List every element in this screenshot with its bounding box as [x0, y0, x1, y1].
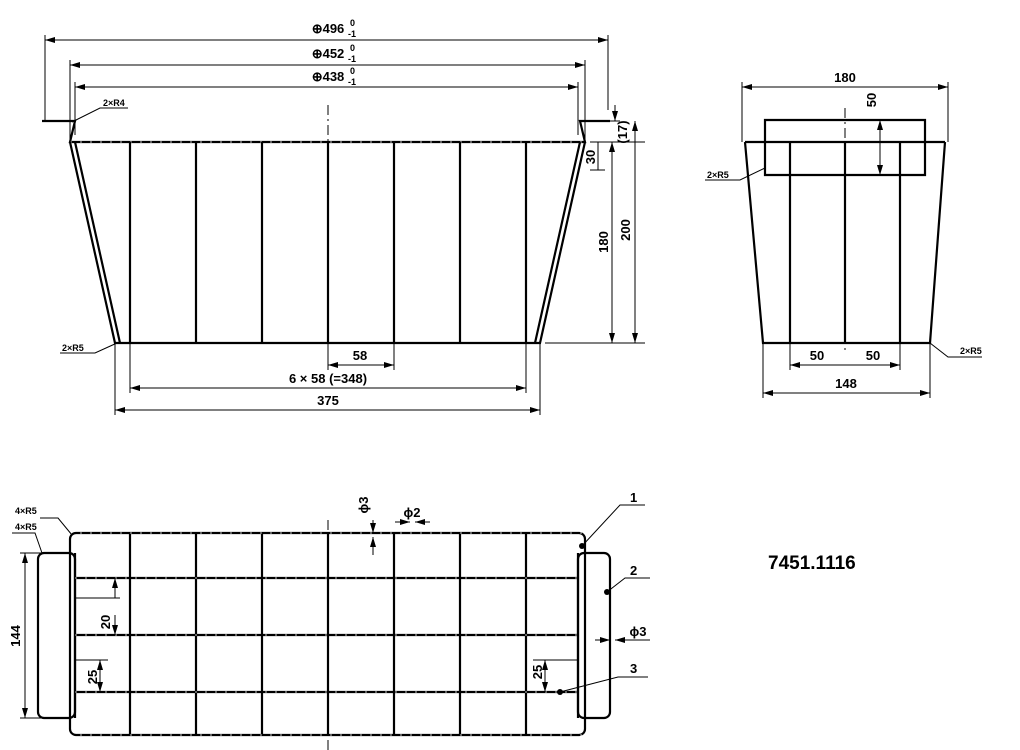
- side-dim-50-left: 50: [810, 348, 824, 363]
- side-radius-left: 2×R5: [707, 170, 729, 180]
- front-view: ⊕496 0 -1 ⊕452 0 -1 ⊕438 0 -1 2×R4 2×R5 …: [42, 18, 645, 415]
- dim-375: 375: [317, 393, 339, 408]
- side-dim-180: 180: [834, 70, 856, 85]
- top-dim-25-right: 25: [530, 665, 545, 679]
- tol-upper: 0: [350, 18, 355, 28]
- tol-upper: 0: [350, 43, 355, 53]
- side-view: 180 50 50 50 148 2×R5 2×R5: [705, 70, 982, 398]
- top-view: 4×R5 4×R5 144 20 25 25 ϕ3 ϕ2 ϕ3 1 2 3: [8, 490, 650, 750]
- dim-17: (17): [615, 120, 630, 143]
- part-number: 7451.1116: [768, 553, 856, 574]
- tol-lower: -1: [348, 54, 356, 64]
- top-dim-144: 144: [8, 624, 23, 646]
- tol-upper: 0: [350, 66, 355, 76]
- side-dim-50-vertical: 50: [864, 93, 879, 107]
- side-dim-50-right: 50: [866, 348, 880, 363]
- top-dia-2: ϕ2: [404, 505, 421, 520]
- side-dim-148: 148: [835, 376, 857, 391]
- top-radius-2: 4×R5: [15, 522, 37, 532]
- tol-lower: -1: [348, 29, 356, 39]
- top-dim-25-left: 25: [85, 670, 100, 684]
- front-vertical-wires: [128, 105, 528, 350]
- top-dim-20: 20: [98, 615, 113, 629]
- dim-58: 58: [353, 348, 367, 363]
- radius-top-label: 2×R4: [103, 98, 125, 108]
- dim-496: ⊕496: [312, 21, 345, 36]
- dim-180: 180: [596, 231, 611, 253]
- top-radius-1: 4×R5: [15, 506, 37, 516]
- dim-452: ⊕452: [312, 46, 345, 61]
- dim-pitch: 6 × 58 (=348): [289, 371, 367, 386]
- callout-3: 3: [630, 661, 637, 676]
- callout-2: 2: [630, 563, 637, 578]
- dim-438: ⊕438: [312, 69, 345, 84]
- radius-bottom-label: 2×R5: [62, 343, 84, 353]
- dim-30: 30: [583, 150, 598, 164]
- side-radius-right: 2×R5: [960, 346, 982, 356]
- top-dia-3-right: ϕ3: [630, 624, 647, 639]
- tol-lower: -1: [348, 77, 356, 87]
- dim-200: 200: [618, 219, 633, 241]
- callout-1: 1: [630, 490, 637, 505]
- top-dia-3: ϕ3: [356, 497, 371, 514]
